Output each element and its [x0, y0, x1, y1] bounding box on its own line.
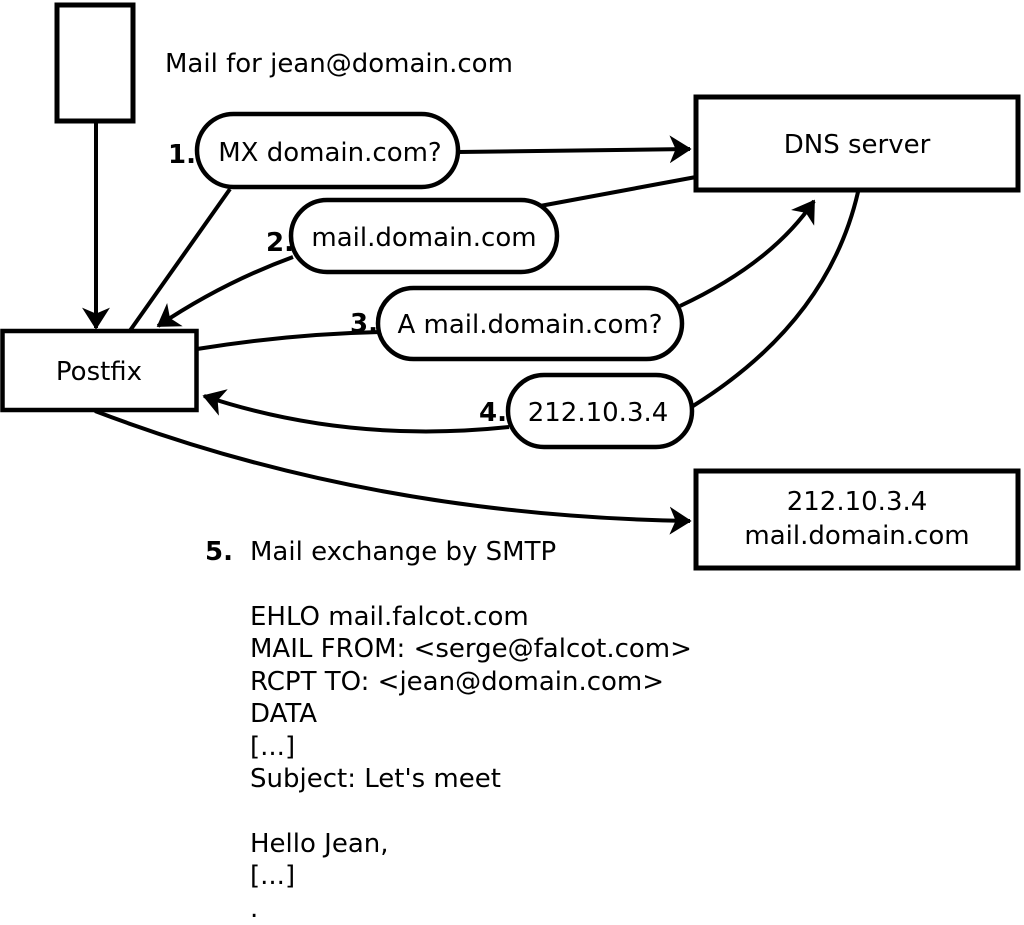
mail-server-ip-label: 212.10.3.4	[787, 487, 928, 517]
query1-label: MX domain.com?	[218, 138, 441, 168]
arrow-query1-to-dns	[457, 135, 692, 164]
postfix-box	[0, 328, 199, 413]
step5-label: Mail exchange by SMTP	[250, 537, 556, 567]
step4-number: 4.	[479, 398, 507, 428]
response2-label: mail.domain.com	[311, 223, 536, 253]
mail-note-label: Mail for jean@domain.com	[165, 49, 513, 79]
step2-number: 2.	[266, 228, 294, 258]
response4-label: 212.10.3.4	[528, 398, 669, 428]
query3-label: A mail.domain.com?	[398, 310, 663, 340]
mail-server-box	[693, 468, 1021, 571]
arrow-response2-to-postfix	[156, 255, 294, 328]
arrow-postfix-to-mailserver	[94, 409, 692, 535]
response2-bubble	[288, 197, 560, 275]
mail-message-icon	[54, 2, 136, 124]
step1-number: 1.	[168, 140, 196, 170]
arrow-response4-to-postfix	[202, 389, 510, 434]
mail-server-host-label: mail.domain.com	[744, 521, 969, 551]
line-dns-to-response4	[691, 191, 860, 408]
step3-number: 3.	[350, 309, 378, 339]
dns-server-label: DNS server	[784, 130, 931, 160]
query3-bubble	[375, 285, 685, 362]
line-postfix-to-query1	[127, 187, 232, 334]
step5-number: 5.	[205, 537, 233, 567]
postfix-label: Postfix	[56, 357, 142, 387]
line-postfix-to-query3	[196, 330, 381, 351]
arrow-query3-to-dns	[679, 199, 816, 308]
dns-server-box	[693, 94, 1021, 193]
line-dns-to-response2	[539, 175, 697, 208]
response4-bubble	[505, 372, 695, 450]
smtp-session-text: EHLO mail.falcot.com MAIL FROM: <serge@f…	[250, 602, 692, 924]
